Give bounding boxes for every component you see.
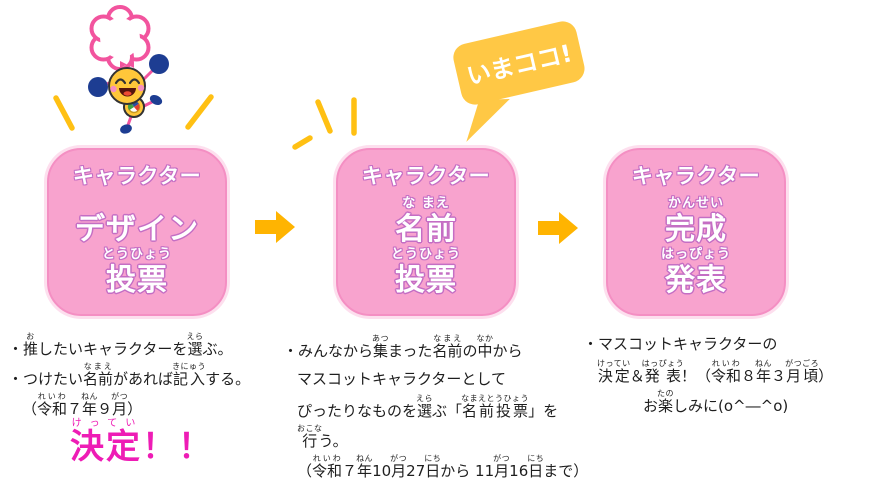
mascot-emphasis-line-left	[53, 95, 75, 131]
step-title-name: 名前	[395, 212, 457, 247]
note-line: お楽たのしみに(o^―^o)	[643, 389, 789, 415]
step-title-vote: 投票	[106, 263, 168, 298]
step-furigana: な まえ	[402, 196, 450, 211]
note-line: 行おこなう。	[297, 424, 348, 450]
mascot-face	[108, 67, 146, 105]
step-title-vote: 投票	[395, 263, 457, 298]
note-line: （令和れいわ７年ねん９月がつ）	[22, 392, 143, 418]
step-furigana: とうひょう	[390, 247, 461, 262]
step-box-completion-reveal: キャラクター かんせい 完成 はっぴょう 発表	[606, 148, 786, 316]
mascot-hand	[149, 54, 169, 74]
step-heading: キャラクター	[72, 164, 202, 188]
step-furigana: はっぴょう	[660, 247, 731, 262]
mascot-bow	[120, 61, 127, 68]
step-heading: キャラクター	[361, 164, 491, 188]
note-line: 決定けってい＆発表はっぴょう！（令和れいわ８年ねん３月頃がつごろ）	[597, 359, 834, 385]
flower-center	[100, 18, 140, 58]
step-box-design-vote: キャラクター デザイン とうひょう 投票	[47, 148, 227, 316]
mascot-bow	[127, 61, 134, 68]
step-title-announce: 発表	[665, 263, 727, 298]
box-emphasis-line	[315, 99, 333, 134]
mascot-emphasis-line-right	[185, 94, 214, 130]
notes-design-vote: ・推おしたいキャラクターを選えらぶ。 ・つけたい名前なまえがあれば記入きにゅうす…	[8, 332, 250, 422]
mascot-eye	[128, 78, 141, 85]
step-furigana: かんせい	[667, 196, 724, 211]
mascot-cheek	[110, 85, 117, 93]
note-line: ・マスコットキャラクターの	[583, 335, 778, 353]
note-line: ぴったりなものを選えらぶ「名前投票なまえとうひょう」を	[297, 394, 559, 420]
decision-text: 決定けってい！！	[70, 418, 214, 467]
mascot-eye	[114, 78, 127, 85]
step-heading: キャラクター	[631, 164, 761, 188]
note-line: ・推おしたいキャラクターを選えらぶ。	[8, 332, 233, 358]
flow-arrow-icon	[538, 212, 578, 244]
flower-mascot-illustration	[88, 5, 169, 134]
mascot-shoe	[149, 94, 163, 106]
bubble-body	[453, 21, 585, 105]
mascot-cheek	[137, 84, 145, 92]
note-line: マスコットキャラクターとして	[297, 370, 506, 388]
now-here-bubble: いまココ!	[453, 21, 585, 142]
mascot-tongue	[123, 91, 132, 96]
step-furigana: とうひょう	[101, 247, 172, 262]
step-box-name-vote: キャラクター な まえ 名前 とうひょう 投票	[336, 148, 516, 316]
note-line: （令和れいわ７年ねん10月がつ27日にちから 11月がつ16日にちまで）	[297, 454, 589, 480]
mascot-hand	[88, 77, 108, 97]
step-title-complete: 完成	[665, 212, 727, 247]
step-title-design: デザイン	[75, 212, 199, 247]
flow-arrow-icon	[255, 211, 295, 243]
notes-completion-reveal: ・マスコットキャラクターの 決定けってい＆発表はっぴょう！（令和れいわ８年ねん３…	[583, 329, 833, 419]
note-line: ・みんなから集あつまった名前なまえの中なかから	[283, 334, 523, 360]
box-emphasis-line	[292, 135, 313, 150]
note-line: ・つけたい名前なまえがあれば記入きにゅうする。	[8, 362, 251, 388]
mascot-shoe	[120, 124, 132, 134]
notes-name-vote: ・みんなから集あつまった名前なまえの中なかから マスコットキャラクターとして ぴ…	[283, 334, 588, 484]
